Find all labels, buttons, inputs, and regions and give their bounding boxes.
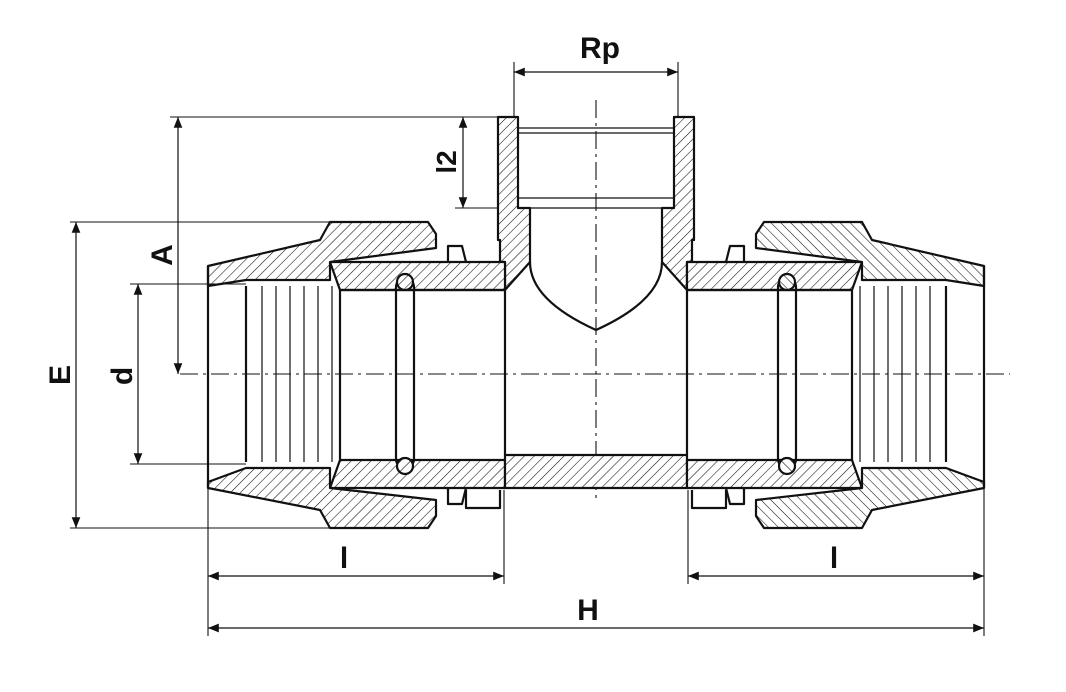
- dimension-labels: Rp l2 A E d l l H: [44, 32, 838, 627]
- right-compression-end: [754, 220, 986, 530]
- body-wall-top: [328, 260, 507, 292]
- label-e: E: [44, 365, 77, 385]
- left-compression-end: [206, 220, 438, 530]
- body-wall-bottom: [328, 458, 507, 490]
- label-l2: l2: [431, 150, 462, 173]
- label-l-left: l: [340, 542, 348, 575]
- label-rp: Rp: [580, 32, 620, 65]
- left-nut-top: [206, 220, 438, 288]
- dimension-lines: [70, 62, 985, 636]
- left-o-ring: [394, 276, 416, 470]
- branch-socket: [496, 115, 696, 332]
- label-h: H: [577, 594, 599, 627]
- left-nut-bottom: [206, 466, 438, 530]
- label-a: A: [146, 244, 179, 266]
- label-d: d: [106, 367, 139, 385]
- label-l-right: l: [830, 542, 838, 575]
